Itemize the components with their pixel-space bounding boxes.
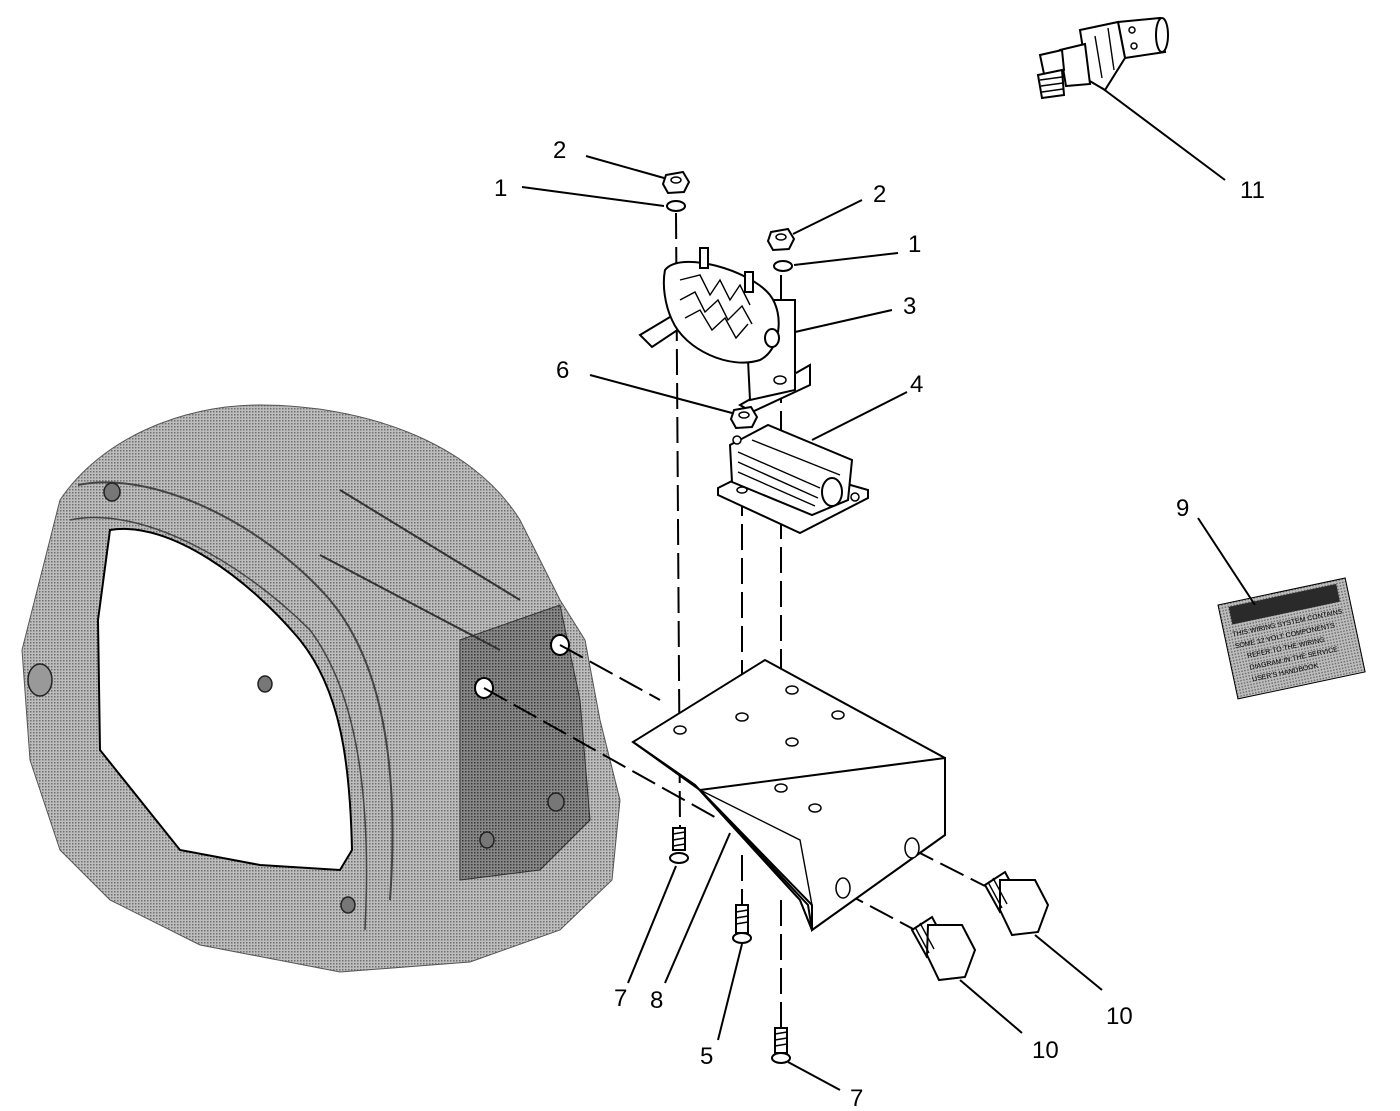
resistor <box>717 423 869 535</box>
mounting-bracket <box>631 658 946 932</box>
screw-center <box>732 904 752 944</box>
callout-6: 6 <box>556 357 569 384</box>
nut-resistor <box>729 405 759 430</box>
washer-right <box>773 260 793 272</box>
callout-labels: 1 2 2 1 3 6 4 9 11 7 8 5 10 10 7 <box>494 137 1265 1111</box>
callout-1-right: 1 <box>908 231 921 258</box>
callout-3: 3 <box>903 293 916 320</box>
screw-left <box>669 827 689 864</box>
warning-decal: THIS WIRING SYSTEM CONTAINS SOME 12 VOLT… <box>1217 577 1366 700</box>
callout-8: 8 <box>650 987 663 1014</box>
callout-10-lower: 10 <box>1032 1037 1059 1064</box>
leader-lines <box>521 87 1256 1091</box>
sensor <box>1036 16 1169 100</box>
flywheel-housing <box>21 404 621 973</box>
bolt-upper <box>983 870 1050 937</box>
nut-right <box>766 227 796 252</box>
callout-1-top-left: 1 <box>494 175 507 202</box>
callout-2-top-left: 2 <box>553 137 566 164</box>
solenoid <box>638 247 811 414</box>
housing-opening <box>96 527 354 872</box>
screw-bottom <box>771 1027 791 1064</box>
callout-4: 4 <box>910 371 923 398</box>
callout-7-bottom: 7 <box>850 1085 863 1111</box>
callout-2-right: 2 <box>873 181 886 208</box>
callout-10-right: 10 <box>1106 1003 1133 1030</box>
callout-7-left: 7 <box>614 985 627 1012</box>
callout-9: 9 <box>1176 495 1189 522</box>
washer-left <box>666 200 686 212</box>
callout-11: 11 <box>1240 177 1265 204</box>
nut-left <box>661 170 691 195</box>
callout-5: 5 <box>700 1043 713 1070</box>
bolt-lower <box>910 915 977 982</box>
